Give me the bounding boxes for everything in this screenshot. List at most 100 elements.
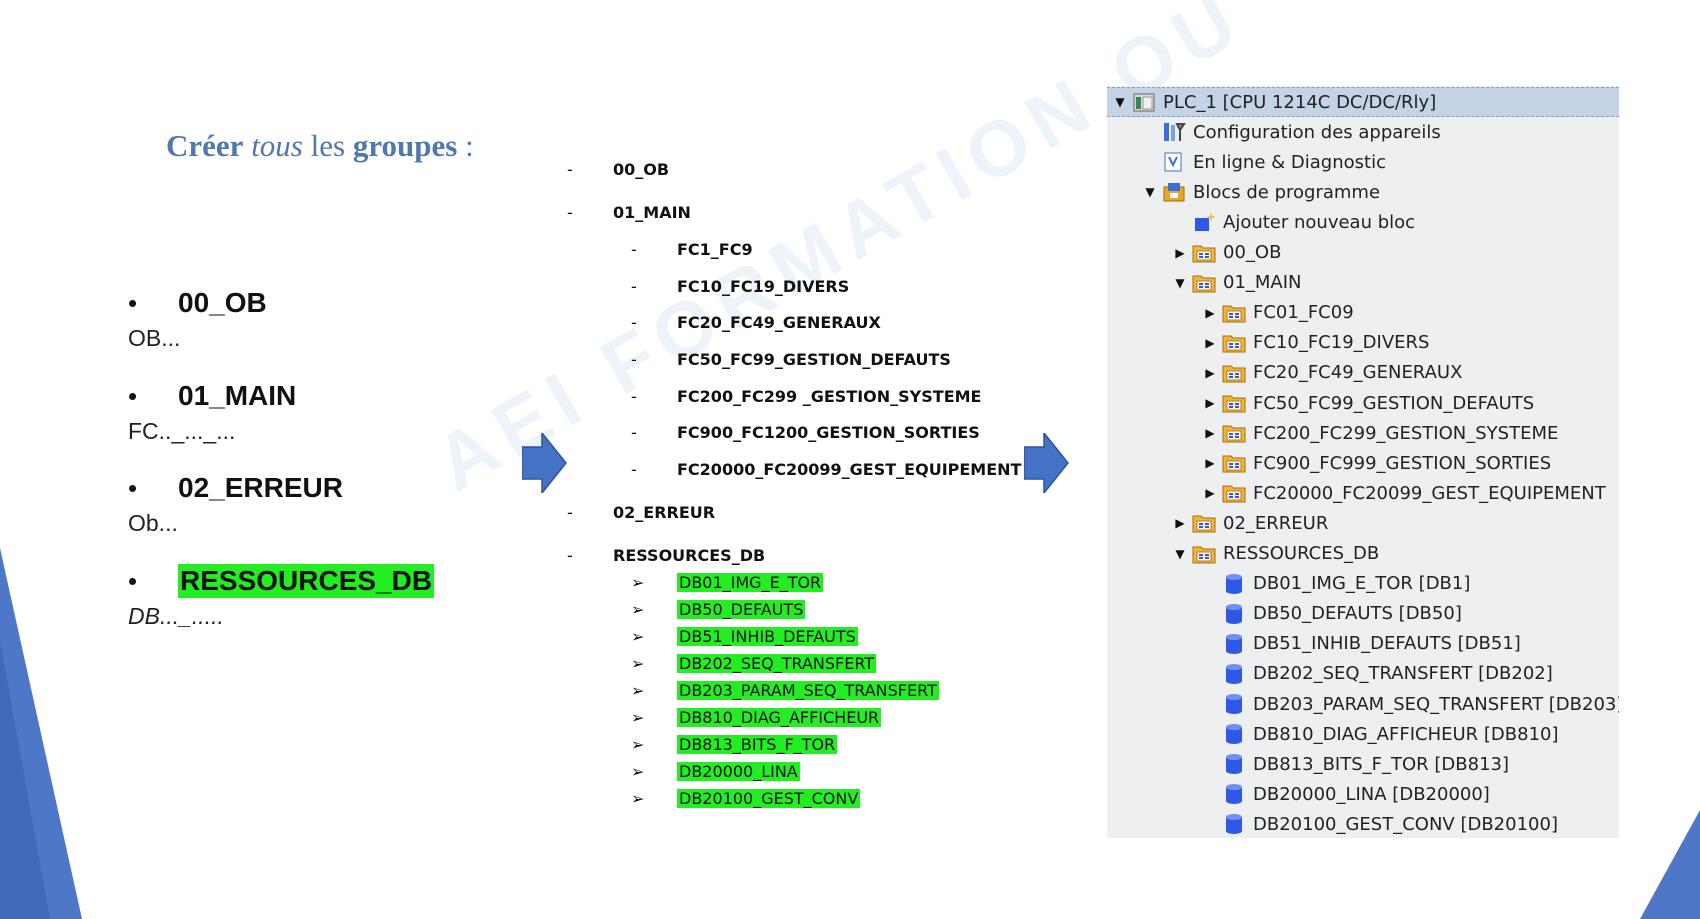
tree-item-label: 02_ERREUR (1223, 512, 1329, 534)
list-item-level2: -FC50_FC99_GESTION_DEFAUTS (631, 350, 951, 369)
group-item-00-ob: •00_OB OB... (128, 283, 267, 352)
program-blocks-icon (1161, 181, 1187, 203)
expand-arrow-down-icon[interactable]: ▼ (1175, 546, 1185, 561)
tree-toggle-spacer (1203, 749, 1217, 779)
db-icon (1221, 633, 1247, 655)
db-icon (1221, 753, 1247, 775)
list-item-level1: -02_ERREUR (567, 503, 716, 522)
tree-item-label: DB202_SEQ_TRANSFERT [DB202] (1253, 663, 1553, 685)
group-name: 01_MAIN (178, 380, 297, 411)
db-icon (1221, 783, 1247, 805)
expand-arrow-right-icon[interactable]: ▶ (1205, 396, 1215, 410)
tree-item[interactable]: DB01_IMG_E_TOR [DB1] (1107, 569, 1619, 599)
tree-item[interactable]: DB51_INHIB_DEFAUTS [DB51] (1107, 629, 1619, 659)
tree-item[interactable]: ▶ 02_ERREUR (1107, 508, 1619, 538)
chevron-icon: ➢ (631, 681, 645, 700)
tree-toggle-spacer (1203, 629, 1217, 659)
folder-icon (1221, 332, 1247, 354)
tree-item-label: DB50_DEFAUTS [DB50] (1253, 603, 1462, 625)
expand-arrow-right-icon[interactable]: ▶ (1205, 456, 1215, 471)
expand-arrow-down-icon[interactable]: ▼ (1115, 95, 1125, 109)
folder-icon (1221, 452, 1247, 474)
tree-item-label: DB20100_GEST_CONV [DB20100] (1253, 813, 1558, 835)
tree-toggle-spacer (1203, 779, 1217, 809)
db-list-item: ➢DB813_BITS_F_TOR (631, 735, 838, 754)
right-arrow-icon (522, 433, 567, 493)
tree-item[interactable]: ▶ FC50_FC99_GESTION_DEFAUTS (1107, 388, 1619, 418)
db-list-item: ➢DB50_DEFAUTS (631, 600, 806, 619)
tree-item-label: En ligne & Diagnostic (1193, 151, 1386, 173)
db-list-item: ➢DB01_IMG_E_TOR (631, 573, 824, 592)
tree-toggle-spacer (1203, 689, 1217, 719)
expand-arrow-right-icon[interactable]: ▶ (1205, 426, 1215, 441)
group-name: 00_OB (178, 287, 267, 318)
expand-arrow-right-icon[interactable]: ▶ (1175, 516, 1185, 531)
tree-item[interactable]: DB810_DIAG_AFFICHEUR [DB810] (1107, 719, 1619, 749)
tree-item[interactable]: DB203_PARAM_SEQ_TRANSFERT [DB203] (1107, 689, 1619, 719)
group-description: Ob... (128, 510, 178, 536)
heading-word-create: Créer (166, 128, 244, 163)
chevron-icon: ➢ (631, 627, 645, 646)
expand-arrow-right-icon[interactable]: ▶ (1205, 305, 1215, 320)
list-item-level2: -FC900_FC1200_GESTION_SORTIES (631, 423, 980, 442)
db-icon (1221, 723, 1247, 745)
tree-item-label: DB810_DIAG_AFFICHEUR [DB810] (1253, 723, 1559, 745)
tree-item[interactable]: DB50_DEFAUTS [DB50] (1107, 599, 1619, 629)
tree-toggle-spacer (1203, 809, 1217, 838)
folder-icon (1191, 543, 1217, 565)
tree-item[interactable]: DB20000_LINA [DB20000] (1107, 779, 1619, 809)
tree-item[interactable]: En ligne & Diagnostic (1107, 147, 1619, 177)
tree-item[interactable]: ▼PLC_1 [CPU 1214C DC/DC/Rly] (1107, 87, 1619, 117)
expand-arrow-right-icon[interactable]: ▶ (1205, 335, 1215, 350)
tree-item[interactable]: ▶FC200_FC299_GESTION_SYSTEME (1107, 418, 1619, 448)
tree-item[interactable]: DB813_BITS_F_TOR [DB813] (1107, 749, 1619, 779)
db-icon (1221, 693, 1247, 715)
tree-item[interactable]: Ajouter nouveau bloc (1107, 207, 1619, 237)
tree-item-label: FC50_FC99_GESTION_DEFAUTS (1253, 392, 1535, 414)
expand-arrow-right-icon[interactable]: ▶ (1205, 486, 1215, 501)
list-item-level1: -RESSOURCES_DB (567, 546, 766, 565)
expand-arrow-down-icon[interactable]: ▼ (1145, 185, 1155, 200)
db-list-item: ➢DB51_INHIB_DEFAUTS (631, 627, 858, 646)
tree-item-label: 01_MAIN (1223, 272, 1302, 294)
project-tree-panel: ▼PLC_1 [CPU 1214C DC/DC/Rly]Configuratio… (1107, 86, 1619, 838)
db-icon (1221, 663, 1247, 685)
chevron-icon: ➢ (631, 600, 645, 619)
list-item-level2: -FC1_FC9 (631, 240, 753, 259)
tree-item[interactable]: ▶ 00_OB (1107, 238, 1619, 268)
plc-icon (1131, 91, 1157, 113)
expand-arrow-right-icon[interactable]: ▶ (1205, 365, 1215, 380)
expand-arrow-right-icon[interactable]: ▶ (1175, 245, 1185, 260)
list-item-level1: -01_MAIN (567, 203, 691, 222)
tree-item[interactable]: ▶ FC10_FC19_DIVERS (1107, 328, 1619, 358)
tree-item[interactable]: ▼RESSOURCES_DB (1107, 539, 1619, 569)
folder-icon (1221, 482, 1247, 504)
diagnostic-icon (1161, 151, 1187, 173)
db-list-item: ➢DB202_SEQ_TRANSFERT (631, 654, 877, 673)
chevron-icon: ➢ (631, 573, 645, 592)
heading-word-groups: groupes (352, 128, 458, 163)
tree-item-label: FC10_FC19_DIVERS (1253, 332, 1430, 354)
tree-item[interactable]: ▶FC20000_FC20099_GEST_EQUIPEMENT (1107, 478, 1619, 508)
tree-item-label: DB20000_LINA [DB20000] (1253, 783, 1490, 805)
tree-item[interactable]: Configuration des appareils (1107, 117, 1619, 147)
tree-item-label: 00_OB (1223, 242, 1282, 263)
tree-item-label: FC01_FC09 (1253, 302, 1354, 324)
tree-item[interactable]: ▶FC20_FC49_GENERAUX (1107, 358, 1619, 388)
group-name: 02_ERREUR (178, 472, 343, 503)
group-item-01-main: •01_MAIN FC.._..._... (128, 376, 296, 445)
tree-item[interactable]: ▶ FC900_FC999_GESTION_SORTIES (1107, 448, 1619, 478)
tree-toggle-spacer (1143, 147, 1157, 177)
tree-item-label: FC900_FC999_GESTION_SORTIES (1253, 452, 1552, 474)
tree-item[interactable]: ▼ 01_MAIN (1107, 268, 1619, 298)
folder-icon (1221, 422, 1247, 444)
tree-item[interactable]: ▶ FC01_FC09 (1107, 298, 1619, 328)
tree-item[interactable]: ▼Blocs de programme (1107, 177, 1619, 207)
expand-arrow-down-icon[interactable]: ▼ (1175, 275, 1185, 290)
chevron-icon: ➢ (631, 762, 645, 781)
chevron-icon: ➢ (631, 735, 645, 754)
tree-item[interactable]: DB20100_GEST_CONV [DB20100] (1107, 809, 1619, 838)
db-list-item: ➢DB20100_GEST_CONV (631, 789, 861, 808)
tree-item[interactable]: DB202_SEQ_TRANSFERT [DB202] (1107, 659, 1619, 689)
